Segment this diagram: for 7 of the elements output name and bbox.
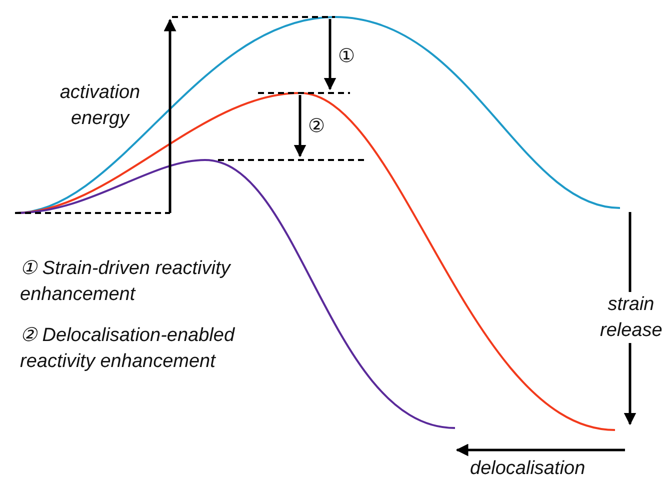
step-number: ① xyxy=(338,45,355,69)
note-text: ② Delocalisation-enabled reactivity enhancement xyxy=(20,324,236,374)
arrow-label: strain release xyxy=(600,292,662,344)
axis-label: activation energy xyxy=(58,81,142,131)
step-number: ② xyxy=(308,115,325,139)
arrow-label: delocalisation xyxy=(470,457,586,480)
note-text: ① Strain-driven reactivity enhancement xyxy=(20,257,232,307)
